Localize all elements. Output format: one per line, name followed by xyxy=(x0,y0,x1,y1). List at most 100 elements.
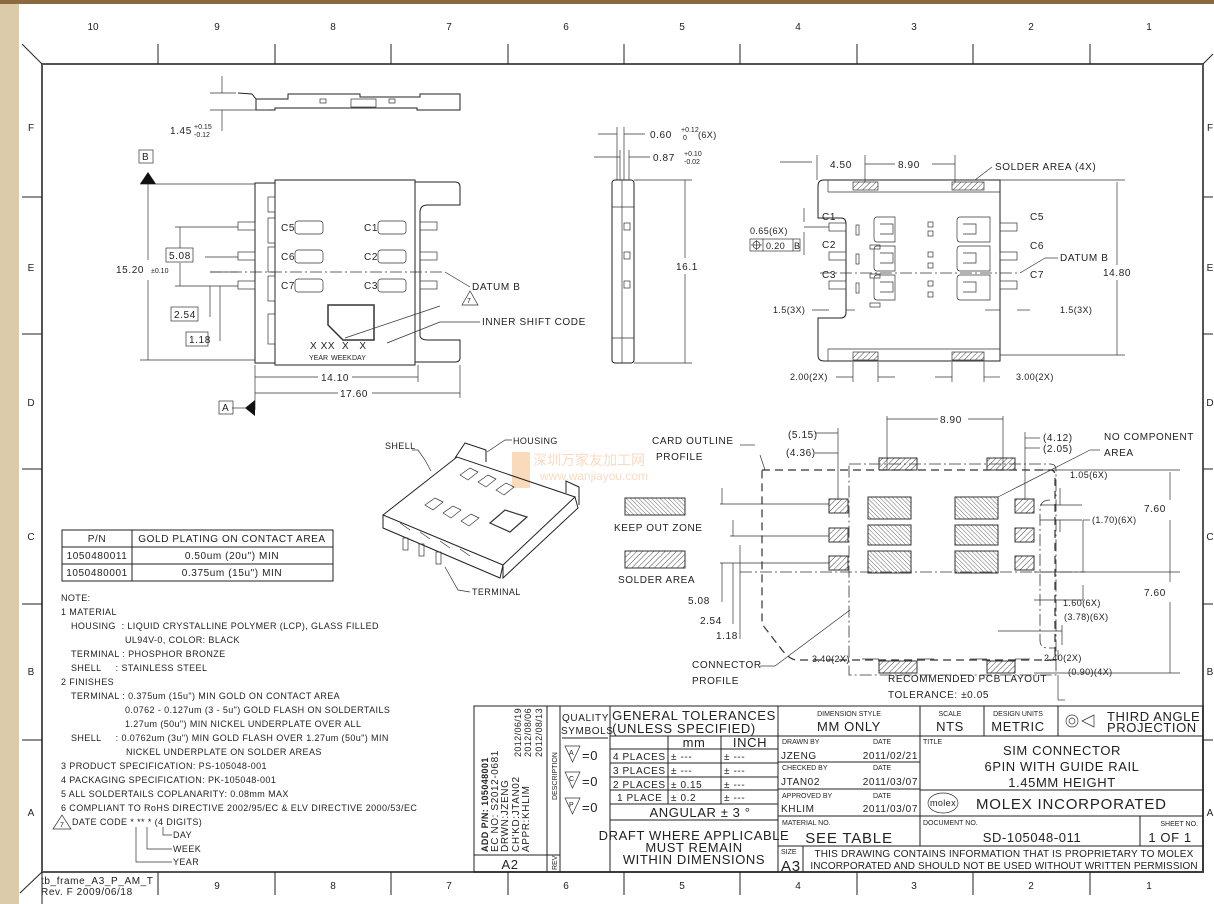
contact-label-c1: C1 xyxy=(822,212,836,223)
pcb-layout-tolerance: TOLERANCE: ±0.05 xyxy=(888,690,989,701)
tol-minus: -0.02 xyxy=(684,159,700,166)
datum-b-label: DATUM B xyxy=(472,282,520,293)
rev-approved: APPR:KHLIM xyxy=(521,785,532,852)
tol-row-inch: ± --- xyxy=(724,780,745,791)
document-number: SD-105048-011 xyxy=(983,830,1082,845)
contact-label-c7: C7 xyxy=(1030,270,1044,281)
width-inner-dim: 14.10 xyxy=(321,373,349,384)
angular-tolerance: ANGULAR ± 3 ° xyxy=(649,805,750,820)
approved-by-label: APPROVED BY xyxy=(782,793,833,800)
tol-row-label: 2 PLACES xyxy=(613,780,666,791)
datum-b-label: DATUM B xyxy=(1060,253,1108,264)
dim-0-60: 0.60 xyxy=(650,130,672,141)
notes-title: NOTE: xyxy=(61,593,91,603)
column-label: 3 xyxy=(911,22,917,33)
dimension-style-label: DIMENSION STYLE xyxy=(817,711,881,718)
draft-note: DRAFT WHERE APPLICABLE xyxy=(599,828,790,843)
column-label: 4 xyxy=(795,22,801,33)
row-label: D xyxy=(1206,398,1213,409)
drawn-date: 2011/02/21 xyxy=(863,751,918,762)
dim-4-50: 4.50 xyxy=(830,160,852,171)
contact-label-c1: C1 xyxy=(364,223,378,234)
pcb-dim-5-08: 5.08 xyxy=(688,596,710,607)
column-label: 9 xyxy=(214,22,220,33)
column-label: 2 xyxy=(1028,22,1034,33)
pcb-dim-8-90: 8.90 xyxy=(940,415,962,426)
date-code-marks: X XX X X xyxy=(310,341,367,352)
design-units-value: METRIC xyxy=(991,719,1044,734)
checked-by-label: CHECKED BY xyxy=(782,765,828,772)
solder-area-label: SOLDER AREA (4X) xyxy=(995,162,1096,173)
column-label: 9 xyxy=(214,881,220,892)
dim-2-00: 2.00(2X) xyxy=(790,372,828,382)
general-tolerances-subtitle: (UNLESS SPECIFIED) xyxy=(612,721,756,736)
pcb-dim-4-12: (4.12) xyxy=(1043,433,1073,444)
card-outline-profile xyxy=(761,469,1056,661)
note-ref: 7 xyxy=(467,298,471,305)
no-component-label2: AREA xyxy=(1104,448,1134,459)
note-line: HOUSING : LIQUID CRYSTALLINE POLYMER (LC… xyxy=(71,621,379,631)
quality-symbol: A =0 C =0 P =0 xyxy=(564,745,598,815)
projection-label: THIRD ANGLE xyxy=(1107,709,1200,724)
keep-out-zone-swatch xyxy=(624,497,686,516)
document-label: DOCUMENT NO. xyxy=(923,820,978,827)
solder-area xyxy=(852,351,879,361)
row-label: F xyxy=(1207,123,1213,134)
projection-label: PROJECTION xyxy=(1107,720,1197,735)
third-angle-projection-icon xyxy=(1065,714,1095,728)
note-7-triangle xyxy=(461,290,479,306)
pcb-dim-0-90: (0.90)(4X) xyxy=(1068,667,1113,677)
drawing-title-line: SIM CONNECTOR xyxy=(1003,743,1121,758)
column-label: 1 xyxy=(1146,881,1152,892)
tol-row-inch: ± --- xyxy=(724,793,745,804)
general-tolerances-title: GENERAL TOLERANCES xyxy=(612,708,776,723)
column-label: 7 xyxy=(446,881,452,892)
row-label: C xyxy=(1206,532,1213,543)
pcb-dim-3-78: (3.78)(6X) xyxy=(1064,612,1109,622)
column-label: 2 xyxy=(1028,881,1034,892)
contact-label-c2: C2 xyxy=(822,240,836,251)
column-label: 5 xyxy=(679,22,685,33)
height-tol: ±0.10 xyxy=(151,268,169,275)
symbol-value: =0 xyxy=(582,800,598,815)
pcb-dim-4-36: (4.36) xyxy=(786,448,816,459)
note-line: UL94V-0, COLOR: BLACK xyxy=(125,635,240,645)
pcb-layout-title: RECOMMENDED PCB LAYOUT xyxy=(888,674,1047,685)
rev-label: REV xyxy=(552,855,559,870)
table-header-pn: P/N xyxy=(88,534,106,545)
column-label: 4 xyxy=(795,881,801,892)
date-code-week: WEEK xyxy=(173,844,201,854)
tol-row-mm: ± 0.15 xyxy=(671,780,702,791)
tol-row-label: 1 PLACE xyxy=(617,793,662,804)
datum-b-triangle xyxy=(140,172,156,184)
drawing-title-line: 1.45MM HEIGHT xyxy=(1008,775,1115,790)
design-units-label: DESIGN UNITS xyxy=(993,711,1043,718)
rev-date: 2012/08/13 xyxy=(534,708,544,757)
row-label: B xyxy=(1207,667,1214,678)
note-ref: 7 xyxy=(60,822,64,829)
contact-label-c2: C2 xyxy=(364,252,378,263)
description-label: DESCRIPTION xyxy=(552,752,559,800)
column-label: 8 xyxy=(330,22,336,33)
tol-row-inch: ± --- xyxy=(724,752,745,763)
table-cell: 0.375um (15u") MIN xyxy=(182,568,283,579)
watermark-logo-icon xyxy=(512,452,530,488)
sheet-label: SHEET NO. xyxy=(1160,821,1198,828)
year-label: YEAR xyxy=(309,355,328,362)
row-label: A xyxy=(1207,808,1214,819)
qty: (6X) xyxy=(698,130,717,140)
tol-row-inch: ± --- xyxy=(724,766,745,777)
symbol-letter: C xyxy=(569,776,574,783)
connector-profile xyxy=(848,463,1057,676)
table-cell: 0.50um (20u") MIN xyxy=(185,551,279,562)
card-outline-label2: PROFILE xyxy=(656,452,703,463)
revision-history: ADD P/N: 105048001 EC NO: S2012-0681 DRW… xyxy=(480,708,559,872)
tol-minus: 0 xyxy=(683,135,687,142)
tol-row-label: 4 PLACES xyxy=(613,752,666,763)
pcb-layout: (5.15) (4.36) CARD OUTLINE PROFILE 8.90 … xyxy=(652,415,1193,701)
pcb-dim-5-15: (5.15) xyxy=(788,430,818,441)
pcb-dim-2-40: 2.40(2X) xyxy=(1044,653,1082,663)
pcb-dim-1-05: 1.05(6X) xyxy=(1070,470,1108,480)
date-label: DATE xyxy=(873,793,891,800)
